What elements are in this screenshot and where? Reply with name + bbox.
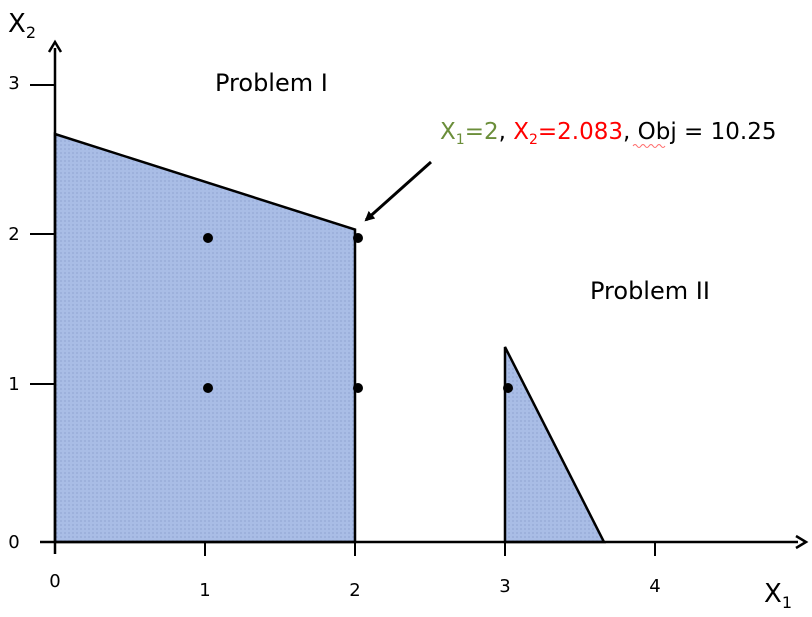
problem-2-region bbox=[503, 346, 607, 544]
x2-variable: X bbox=[513, 119, 529, 145]
annotation-arrow bbox=[364, 160, 432, 222]
x-axis-label: X1 bbox=[764, 579, 792, 612]
integer-points bbox=[203, 233, 513, 393]
optimal-solution-annotation: X1=2, X2=2.083, Obj = 10.25 bbox=[440, 119, 777, 148]
y-axis-label: X2 bbox=[8, 9, 36, 42]
integer-point bbox=[503, 383, 513, 393]
spellcheck-underline bbox=[632, 144, 666, 148]
x-tick-label: 2 bbox=[349, 580, 360, 601]
problem-1-label: Problem I bbox=[215, 69, 328, 97]
integer-point bbox=[203, 383, 213, 393]
problem-2-label: Problem II bbox=[590, 277, 710, 305]
y-tick-label: 2 bbox=[8, 224, 19, 245]
objective-label: Obj bbox=[638, 119, 677, 145]
y-tick-label: 3 bbox=[8, 73, 19, 94]
x1-variable: X bbox=[440, 119, 456, 145]
integer-point bbox=[353, 233, 363, 243]
integer-point bbox=[203, 233, 213, 243]
x-tick-label: 4 bbox=[649, 576, 660, 597]
objective-value: = 10.25 bbox=[677, 119, 777, 145]
x-tick-label: 0 bbox=[49, 571, 60, 592]
y-tick-label: 0 bbox=[8, 532, 19, 553]
x2-value: =2.083 bbox=[538, 119, 623, 145]
y-axis-arrow bbox=[47, 39, 63, 53]
x-tick-label: 3 bbox=[499, 576, 510, 597]
x-tick-label: 1 bbox=[199, 580, 210, 601]
integer-point bbox=[353, 383, 363, 393]
y-tick-label: 1 bbox=[8, 374, 19, 395]
problem-1-region bbox=[53, 132, 357, 544]
x1-value: =2 bbox=[465, 119, 499, 145]
x-axis-arrow bbox=[795, 534, 809, 550]
